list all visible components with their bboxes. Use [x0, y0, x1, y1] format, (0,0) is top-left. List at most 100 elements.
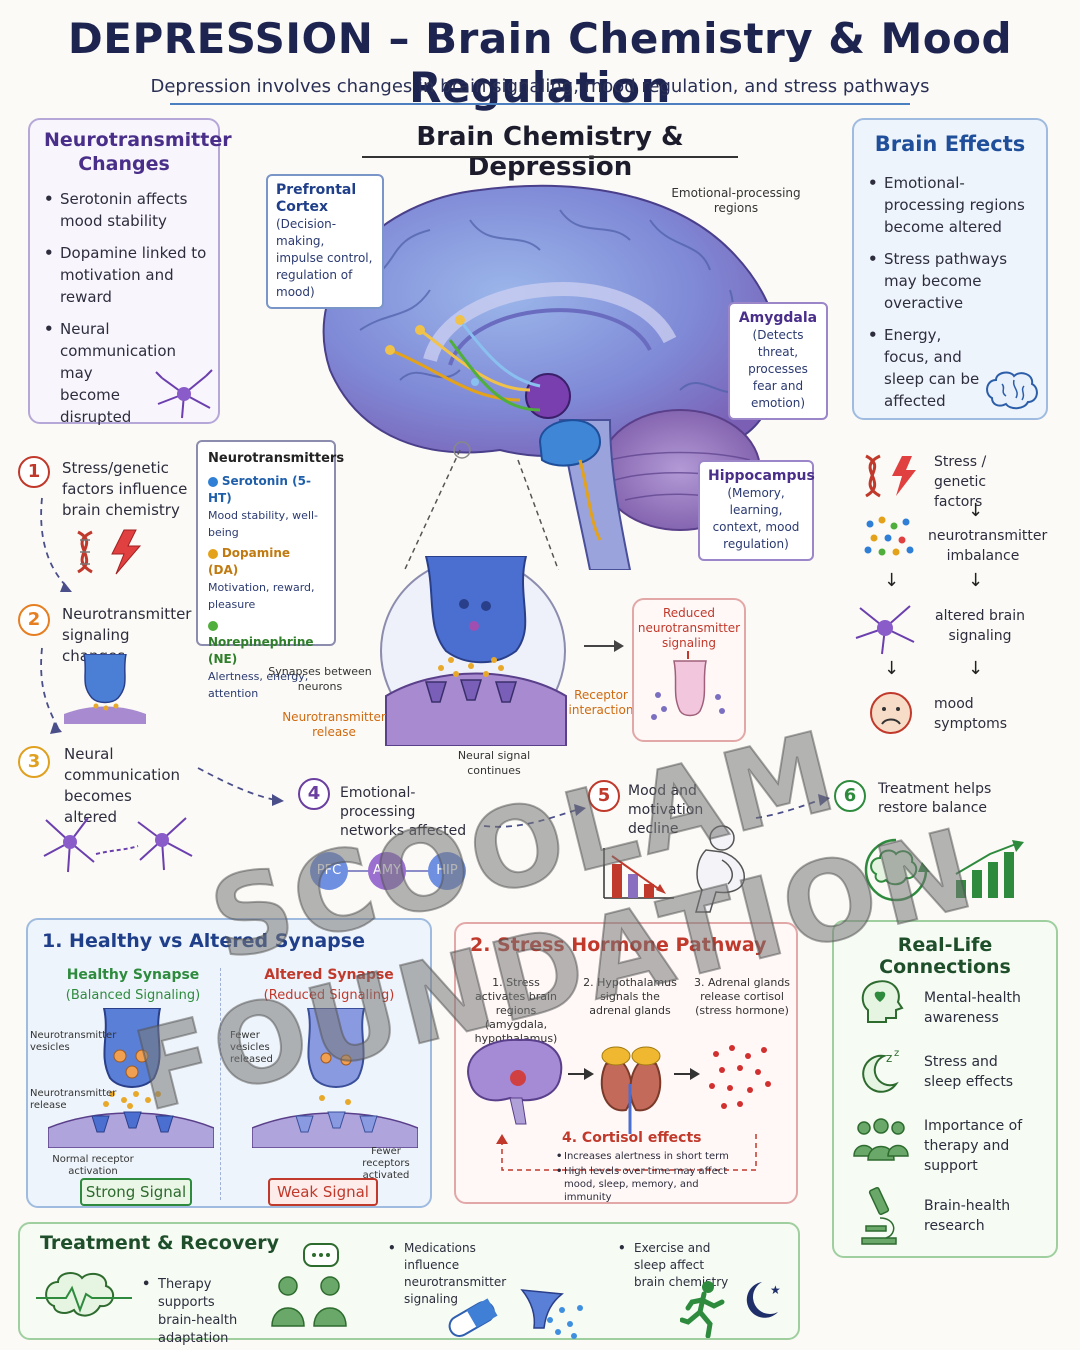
- healthy-receptor-label: Normal receptor activation: [52, 1154, 134, 1177]
- hippocampus-desc: (Memory, learning, context, mood regulat…: [712, 486, 800, 551]
- altered-synapse-sub: (Reduced Signaling): [263, 988, 395, 1003]
- neuron-icon: [155, 369, 213, 419]
- right-flow-2: neurotransmitter imbalance: [928, 528, 1048, 564]
- arrow-down-icon: ↓: [968, 500, 984, 521]
- brain-effects-title: Brain Effects: [874, 132, 1026, 156]
- synapse-comparison-panel: 1. Healthy vs Altered Synapse Healthy Sy…: [26, 918, 432, 1208]
- brain-effects-list: Emotional-processing regions become alte…: [854, 172, 1046, 412]
- legend-item-dopamine: Dopamine (DA) Motivation, reward, pleasu…: [208, 545, 324, 613]
- step-number-1: 1: [18, 456, 50, 488]
- cortisol-title: 4. Cortisol effects: [562, 1130, 702, 1146]
- brain-icon: [986, 371, 1038, 410]
- neurotransmitter-changes-title: Neurotransmitter Changes: [44, 129, 232, 175]
- strong-signal-badge: Strong Signal: [80, 1178, 192, 1206]
- hippocampus-title: Hippocampus: [708, 468, 815, 484]
- treatment-panel: Treatment & Recovery Therapy supports br…: [18, 1222, 800, 1346]
- reduced-signaling-box: Reduced neurotransmitter signaling: [632, 598, 746, 742]
- treatment-item-medications: Medications influence neurotransmitter s…: [384, 1240, 534, 1318]
- step-number-2: 2: [18, 604, 50, 636]
- list-item: Serotonin affects mood stability: [40, 188, 208, 232]
- stress-step-3: 3. Adrenal glands release cortisol (stre…: [693, 976, 791, 1017]
- page-title: DEPRESSION – Brain Chemistry & Mood Regu…: [67, 14, 1013, 112]
- step-text-1: Stress/genetic factors influence brain c…: [62, 459, 188, 519]
- treatment-item-exercise: Exercise and sleep affect brain chemistr…: [614, 1240, 734, 1301]
- subtitle-underline: [170, 103, 910, 105]
- synapses-between-label: Synapses between neurons: [268, 665, 372, 693]
- svg-text:z: z: [894, 1048, 899, 1059]
- synapse-panel-title: 1. Healthy vs Altered Synapse: [42, 930, 365, 952]
- moon-star-icon: ★: [746, 1282, 781, 1318]
- dashed-arrow-icon: [755, 794, 830, 819]
- network-node-pfc: PFC: [310, 852, 348, 890]
- rising-chart-icon: [955, 840, 1024, 898]
- step-number-6: 6: [834, 780, 866, 812]
- neurotransmitters-legend: Neurotransmitters Serotonin (5-HT) Mood …: [196, 440, 345, 700]
- moon-sleep-icon: z z: [862, 1048, 899, 1093]
- amygdala-desc: (Detects threat, processes fear and emot…: [748, 328, 808, 410]
- healthy-release-label: Neurotransmitter release: [30, 1088, 117, 1111]
- step-text-4: Emotional-processing networks affected: [340, 785, 467, 839]
- cortisol-effects-list: Increases alertness in short term High l…: [552, 1150, 732, 1206]
- network-node-hip: HIP: [428, 852, 466, 890]
- reduced-signaling-label: Reduced neurotransmitter signaling: [637, 606, 741, 650]
- list-item: High levels over time may affect mood, s…: [552, 1165, 732, 1204]
- step-text-5: Mood and motivation decline: [628, 783, 704, 837]
- step-number-4: 4: [298, 778, 330, 810]
- prefrontal-cortex-desc: (Decision-making, impulse control, regul…: [276, 217, 373, 299]
- legend-item-norepinephrine: Norepinephrine (NE) Alertness, energy, a…: [208, 617, 324, 702]
- altered-synapse-title: Altered Synapse: [264, 967, 394, 983]
- stress-step-2: 2. Hypothalamus signals the adrenal glan…: [583, 976, 677, 1017]
- amygdala-title: Amygdala: [738, 310, 818, 326]
- legend-item-name: Norepinephrine (NE): [208, 635, 314, 666]
- healthy-synapse-sub: (Balanced Signaling): [65, 988, 201, 1003]
- stress-panel-title: 2. Stress Hormone Pathway: [470, 934, 767, 956]
- list-item: Energy, focus, and sleep can be affected: [864, 324, 1036, 412]
- sad-person-icon: [695, 825, 745, 913]
- hippocampus-label: Hippocampus (Memory, learning, context, …: [698, 460, 815, 561]
- altered-synapse-illustration: [252, 1008, 418, 1148]
- healthy-synapse-illustration: [48, 1008, 214, 1148]
- therapy-conversation-icon: [271, 1243, 347, 1327]
- list-item: Therapy supports brain-health adaptation: [138, 1276, 256, 1348]
- list-item: Emotional-processing regions become alte…: [864, 172, 1036, 238]
- nt-release-label: Neurotransmitter release: [282, 710, 386, 739]
- step-number-5: 5: [588, 780, 620, 812]
- legend-item-desc: Alertness, energy, attention: [208, 670, 309, 700]
- list-item: Stress pathways may become overactive: [864, 248, 1036, 314]
- step-text-3: Neural communication becomes altered: [64, 745, 181, 826]
- real-life-item-4: Brain-health research: [924, 1198, 1011, 1234]
- list-item: Increases alertness in short term: [552, 1150, 732, 1163]
- stress-pathway-illustration: [467, 1038, 771, 1134]
- arrow-down-icon: ↓: [884, 570, 900, 591]
- brain-recovery-icon: [864, 838, 930, 902]
- legend-item-name: Dopamine (DA): [208, 546, 291, 577]
- brain-network-diagram: PFC AMY HIP: [300, 846, 476, 896]
- synapse-zoom-illustration: [380, 556, 567, 746]
- svg-text:z: z: [886, 1051, 892, 1065]
- right-flow-4: mood symptoms: [934, 696, 1008, 732]
- emotional-regions-label: Emotional-processing regions: [671, 186, 801, 215]
- receptor-interaction-label: Receptor interaction: [568, 688, 634, 717]
- prefrontal-cortex-label: Prefrontal Cortex (Decision-making, impu…: [266, 174, 384, 309]
- weak-signal-badge: Weak Signal: [268, 1178, 378, 1206]
- legend-item-name: Serotonin (5-HT): [208, 474, 311, 505]
- brain-effects-box: Brain Effects Emotional-processing regio…: [852, 118, 1048, 420]
- brain-pulse-icon: [36, 1272, 132, 1317]
- arrow-right-icon: [584, 640, 624, 652]
- stress-hormone-panel: 2. Stress Hormone Pathway 1. Stress acti…: [454, 922, 798, 1204]
- healthy-synapse-title: Healthy Synapse: [66, 967, 200, 983]
- pill-capsule-icon: [448, 1289, 583, 1339]
- sad-face-icon: [870, 692, 912, 734]
- center-title-underline: [362, 156, 738, 158]
- head-heart-icon: [861, 980, 904, 1023]
- neurotransmitter-changes-list: Serotonin affects mood stability Dopamin…: [30, 188, 218, 428]
- support-group-icon: [853, 1118, 909, 1161]
- step-number-3: 3: [18, 746, 50, 778]
- neurotransmitters-legend-title: Neurotransmitters: [208, 451, 345, 466]
- reduced-synapse-icon: [651, 651, 725, 720]
- list-item: Neural communication may become disrupte…: [40, 318, 208, 428]
- healthy-vesicles-label: Neurotransmitter vesicles: [30, 1030, 117, 1053]
- synapse-panel-divider: [220, 968, 221, 1200]
- arrow-down-icon: ↓: [968, 658, 984, 679]
- treatment-title: Treatment & Recovery: [40, 1232, 279, 1254]
